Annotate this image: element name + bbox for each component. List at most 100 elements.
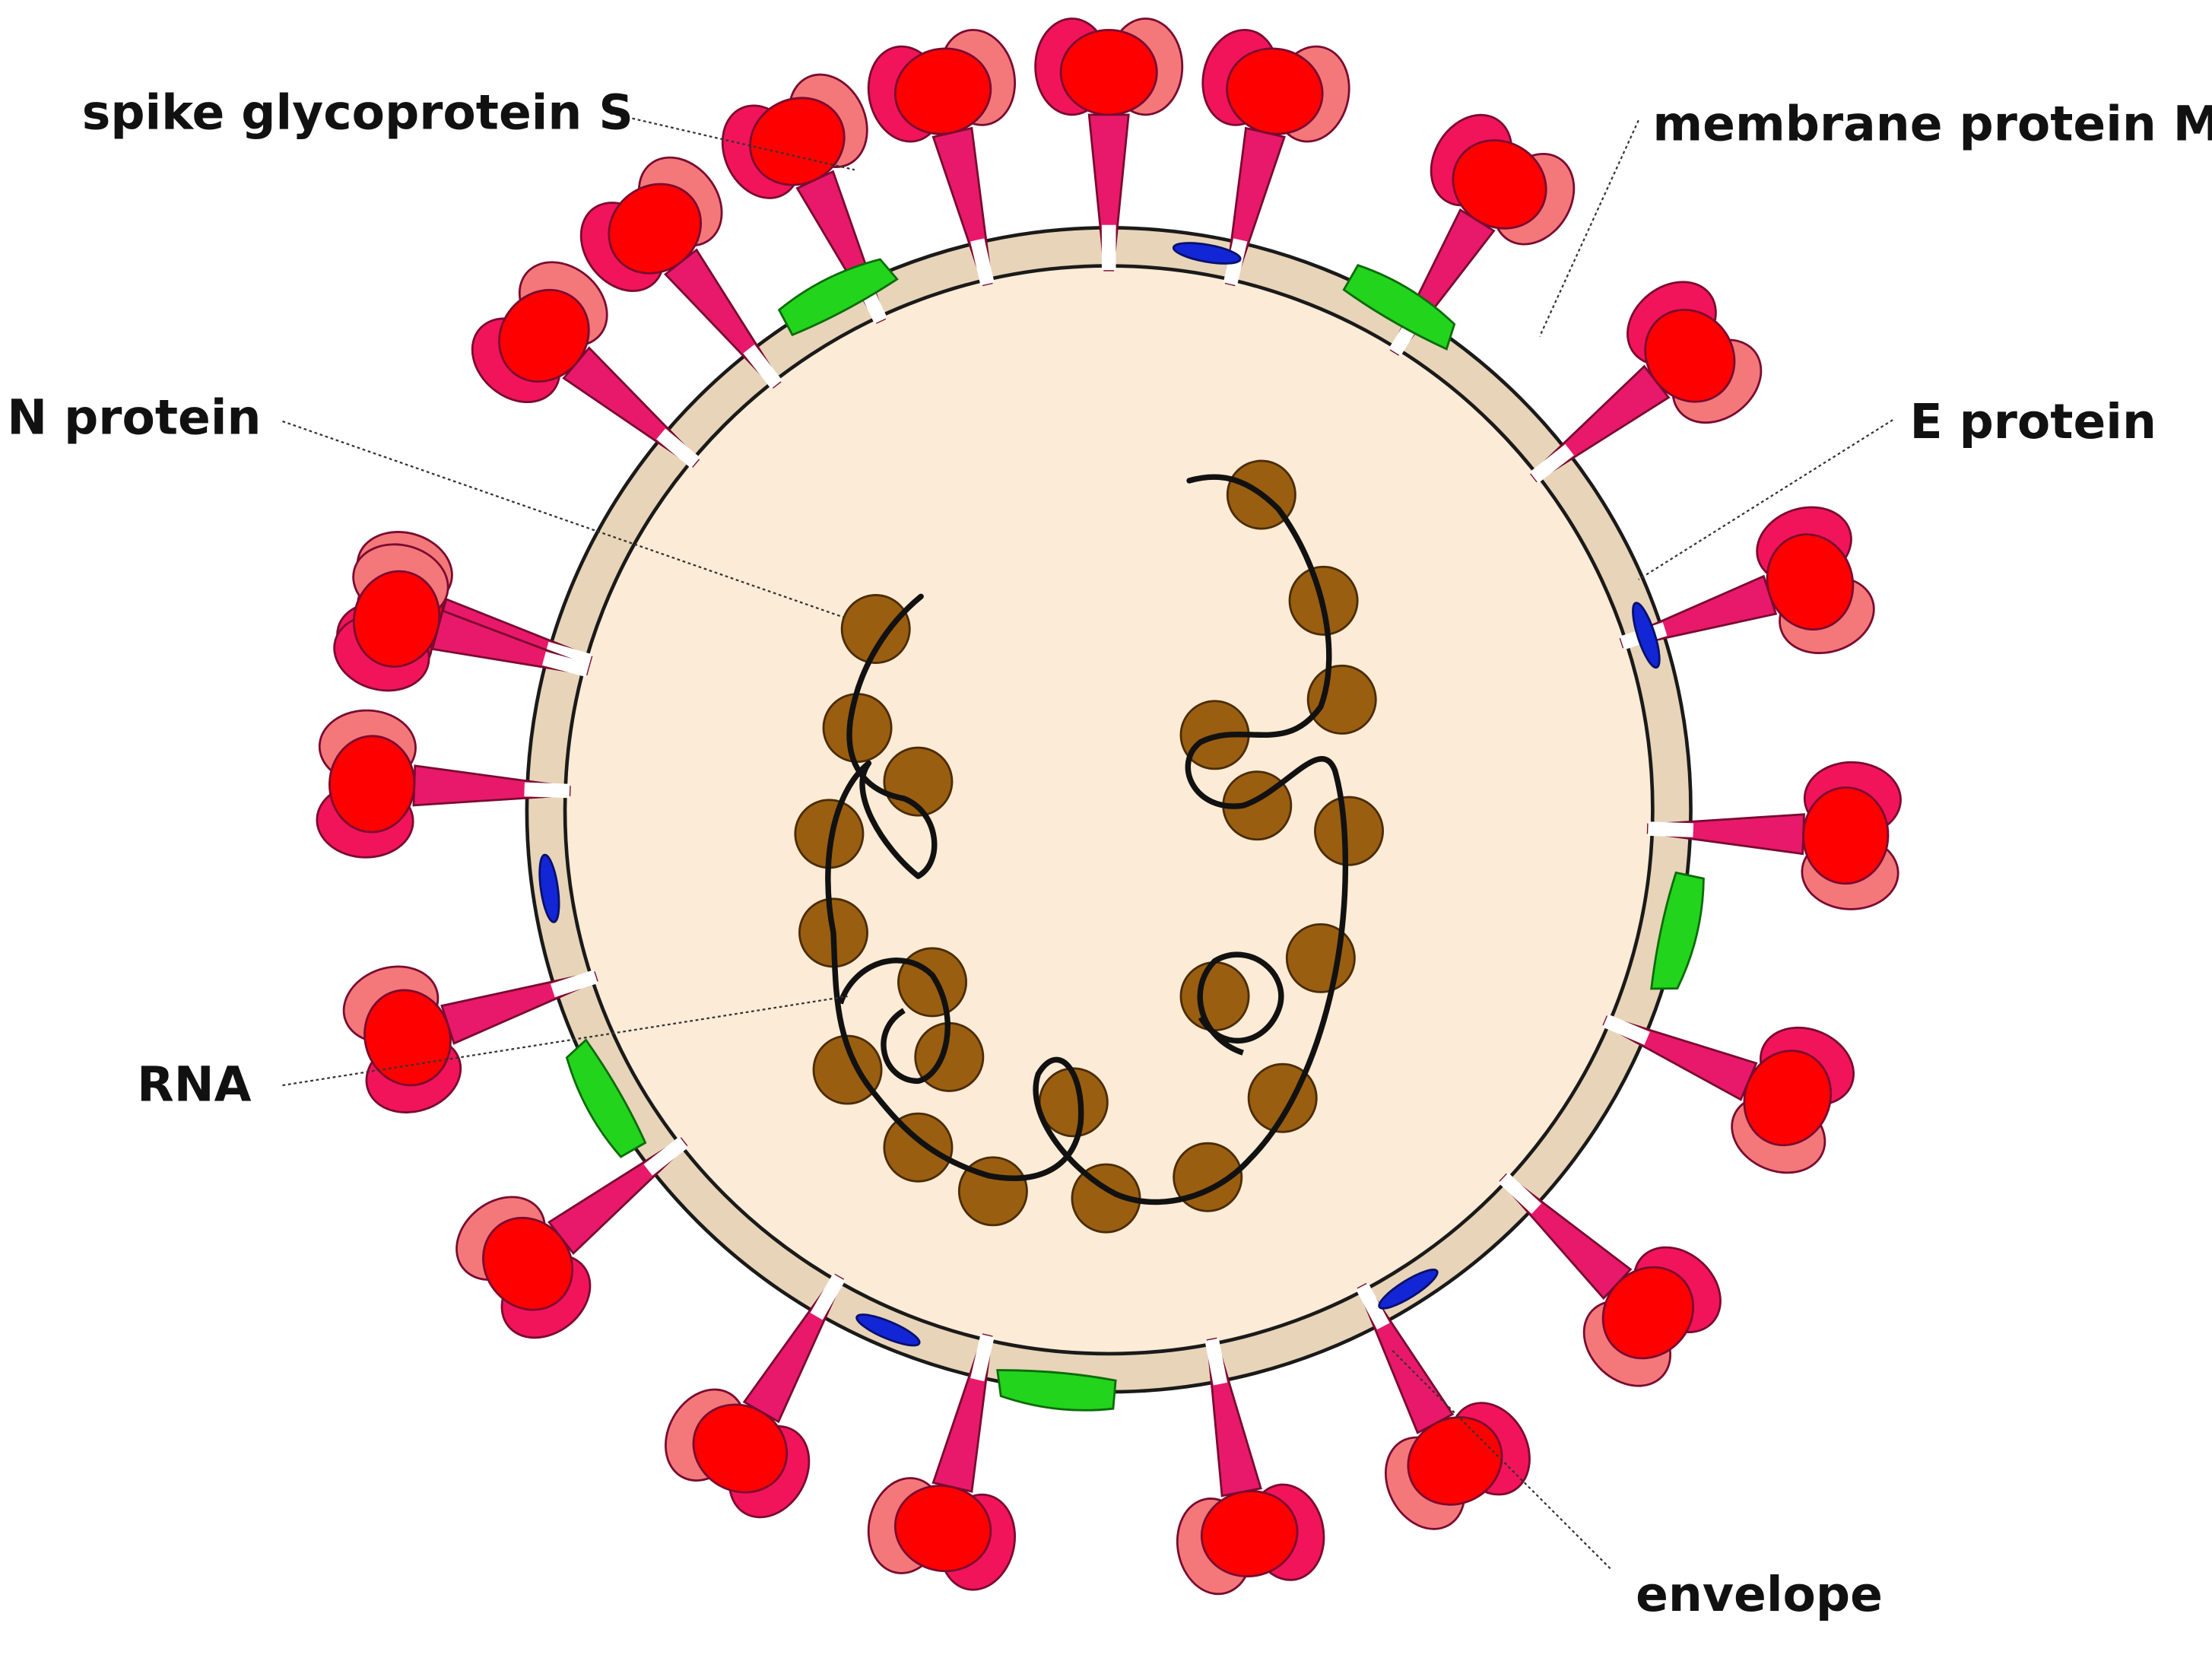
n-protein <box>812 1034 883 1105</box>
membrane-protein-m-body <box>1342 264 1456 351</box>
n-protein <box>840 594 911 664</box>
spike-head-core <box>692 1403 789 1494</box>
n-protein <box>897 947 967 1018</box>
e-protein <box>855 1313 921 1347</box>
spike-head-core <box>1601 1266 1695 1360</box>
envelope-gap <box>970 1334 995 1382</box>
e-protein-body <box>855 1313 921 1347</box>
spike-head-core <box>1059 28 1158 116</box>
e-protein <box>1172 242 1242 265</box>
spike-head-core <box>608 183 703 275</box>
label-rna: RNA <box>137 1056 251 1112</box>
membrane-protein-m <box>1342 264 1456 351</box>
spike-glycoprotein <box>1498 1172 1722 1387</box>
envelope-gap <box>1529 443 1574 484</box>
envelope-gap <box>1204 1338 1228 1386</box>
n-protein <box>822 693 893 764</box>
n-protein <box>883 1112 954 1183</box>
membrane-protein-m-body <box>1650 871 1705 990</box>
spike-head-core <box>749 97 846 186</box>
spike-glycoprotein <box>1034 17 1184 272</box>
e-protein-body <box>1172 242 1242 265</box>
spike-head-core <box>893 1485 992 1573</box>
spike-glycoprotein <box>316 709 571 859</box>
spike-glycoprotein <box>455 1136 688 1339</box>
envelope-gap <box>550 970 598 998</box>
rna-loop-bottom-left <box>837 958 950 1085</box>
membrane-protein-m <box>1650 871 1705 990</box>
spike-head-core <box>498 288 590 383</box>
label-e-protein: E protein <box>1909 393 2156 449</box>
e-protein <box>1632 602 1661 669</box>
membrane-protein-m-body <box>777 258 899 337</box>
membrane-protein-m <box>777 258 899 337</box>
spike-head-core <box>1407 1416 1503 1506</box>
envelope-gap <box>1498 1172 1541 1215</box>
membrane-protein-m-body <box>565 1038 647 1158</box>
rna-strand <box>825 474 1349 1205</box>
spike-head-core <box>1644 308 1736 403</box>
spike-head-core <box>352 570 441 668</box>
leader-e-protein <box>1638 419 1893 580</box>
spike-head-core <box>1802 786 1890 885</box>
spike-glycoprotein <box>333 543 590 692</box>
envelope-gap <box>810 1273 846 1320</box>
label-envelope: envelope <box>1636 1566 1883 1622</box>
n-protein <box>1179 961 1250 1031</box>
spike-glycoprotein <box>1619 506 1875 655</box>
spike-glycoprotein <box>867 1333 1017 1591</box>
spike-glycoprotein <box>867 28 1017 287</box>
spike-head-core <box>1200 1490 1299 1578</box>
spike-glycoprotein <box>1176 1337 1325 1596</box>
spike-glycoprotein <box>1529 281 1763 484</box>
labels: spike glycoprotein S membrane protein M … <box>7 84 2212 1622</box>
e-protein-body <box>1632 602 1661 669</box>
spike-glycoprotein <box>1602 1014 1855 1174</box>
membrane-protein-layer <box>565 258 1705 1412</box>
label-membrane: membrane protein M <box>1652 95 2212 151</box>
spike-head-core <box>1452 139 1547 230</box>
rna-path <box>825 474 1349 1205</box>
e-protein <box>1378 1269 1439 1310</box>
spike-head-core <box>1766 533 1855 631</box>
spike-glycoprotein <box>579 156 782 389</box>
label-spike: spike glycoprotein S <box>82 84 633 140</box>
leader-membrane <box>1538 119 1639 337</box>
envelope-gap <box>743 345 782 389</box>
spike-head-core <box>328 735 416 834</box>
spike-head-core <box>893 47 992 135</box>
envelope-gap <box>1356 1282 1390 1330</box>
spike-head-core <box>482 1216 574 1311</box>
envelope-gap <box>1101 224 1116 271</box>
n-protein <box>1285 923 1356 993</box>
envelope-gap <box>1648 821 1694 837</box>
spike-glycoprotein <box>665 1273 846 1519</box>
e-protein-body <box>538 853 560 923</box>
membrane-protein-m-body <box>996 1369 1117 1412</box>
envelope-gap <box>1602 1014 1650 1045</box>
membrane-protein-m <box>565 1038 647 1158</box>
leader-lines <box>282 112 1893 1570</box>
membrane-protein-m <box>996 1369 1117 1412</box>
leader-envelope <box>1390 1348 1611 1570</box>
envelope-gap <box>656 428 700 468</box>
spike-glycoprotein <box>1201 28 1350 287</box>
leader-spike <box>610 112 855 171</box>
e-protein-body <box>1378 1269 1439 1310</box>
leader-rna <box>282 995 848 1087</box>
n-protein <box>1306 664 1377 735</box>
envelope-gap <box>541 651 590 678</box>
n-protein <box>1314 796 1384 866</box>
e-protein-layer <box>538 242 1661 1347</box>
envelope-gap <box>970 238 995 286</box>
spike-glycoprotein <box>471 261 700 468</box>
spike-head-core <box>1226 47 1324 135</box>
envelope-gap <box>643 1136 688 1176</box>
envelope-gap <box>524 782 570 799</box>
e-protein <box>538 853 560 923</box>
spike-glycoprotein <box>1646 761 1902 910</box>
rna-loop-bottom-right <box>1197 951 1284 1056</box>
spike-head-core <box>1743 1050 1833 1147</box>
